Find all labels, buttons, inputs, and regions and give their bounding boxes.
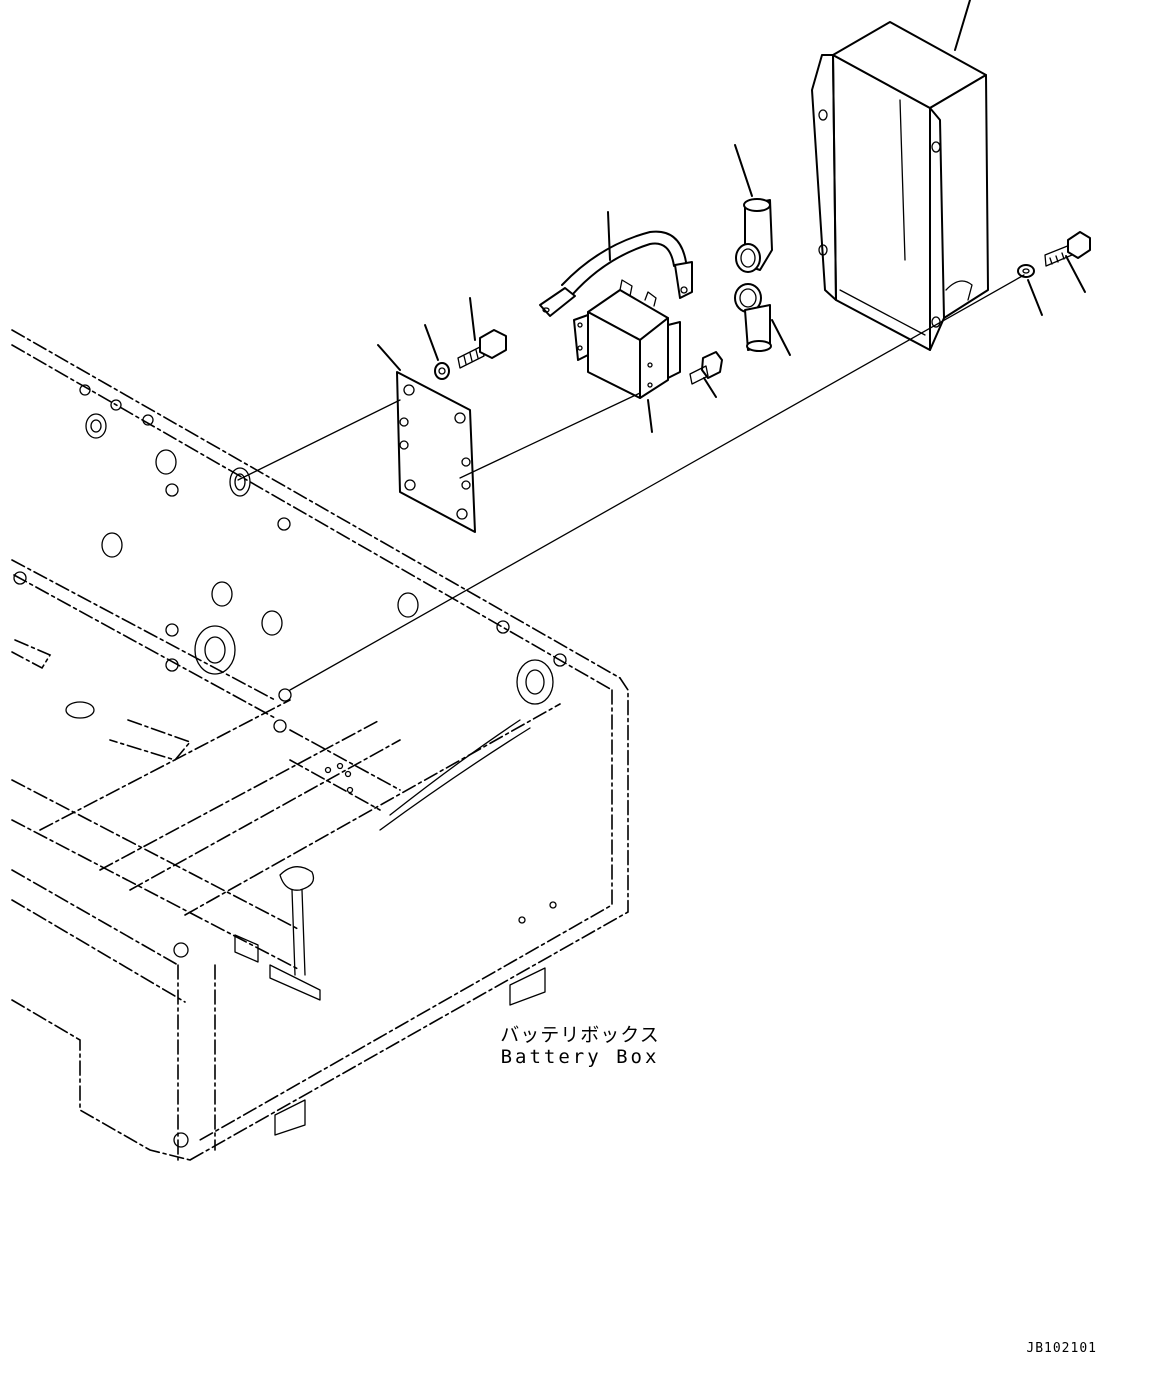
- plate-washer: [424, 324, 450, 380]
- washer-right: [1017, 264, 1043, 316]
- latch-handle: [234, 719, 546, 1136]
- battery-box-frame: [11, 329, 629, 1161]
- cable: [539, 211, 693, 317]
- relay: [573, 279, 681, 433]
- pipe-elbow-upper: [734, 144, 773, 273]
- frame-bosses: [13, 384, 567, 1148]
- caption-english: Battery Box: [500, 1046, 660, 1068]
- plate-bolt: [457, 297, 507, 369]
- pipe-elbow-lower: [734, 283, 791, 356]
- battery-cover: [811, 0, 989, 351]
- drawing-code: JB102101: [1026, 1341, 1097, 1356]
- relay-bolt: [689, 351, 723, 398]
- bolt-right: [1044, 231, 1091, 293]
- assembly-lines: [237, 274, 1025, 691]
- caption-japanese: バッテリボックス: [500, 1024, 660, 1046]
- bracket-plate: [377, 344, 476, 533]
